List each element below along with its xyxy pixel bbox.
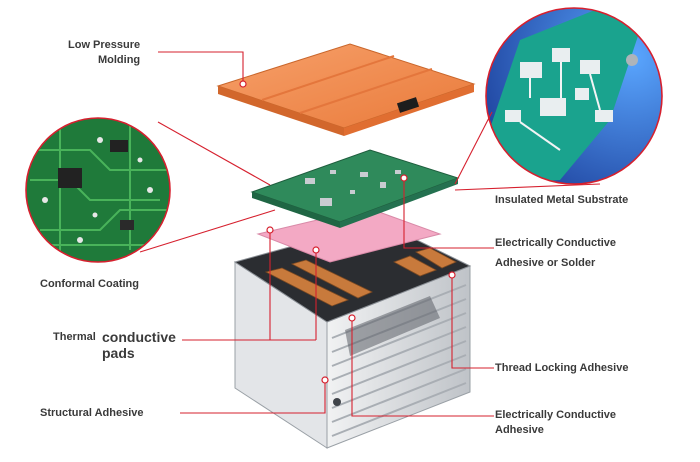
label-insulated-metal-substrate: Insulated Metal Substrate bbox=[495, 194, 629, 206]
label-thermal-pads-big: conductive pads bbox=[102, 329, 176, 361]
label-low-pressure-molding: Low Pressure Molding bbox=[68, 38, 140, 68]
label-line: Adhesive bbox=[495, 424, 544, 436]
label-line: Electrically Conductive bbox=[495, 237, 617, 249]
label-thread-locking-adhesive: Thread Locking Adhesive bbox=[495, 362, 629, 374]
callout-lines bbox=[139, 51, 601, 417]
pcb-layer bbox=[250, 149, 460, 228]
label-line: Low Pressure bbox=[68, 39, 141, 51]
aluminum-housing bbox=[233, 221, 472, 449]
callout-line-pcb-top bbox=[157, 121, 271, 186]
substrate-closeup-circle bbox=[485, 7, 663, 185]
callout-line-conductive-solder bbox=[403, 178, 494, 249]
label-line: conductive bbox=[102, 329, 176, 345]
callout-line-thread-locking bbox=[451, 275, 494, 369]
label-thermal-pads-small: Thermal bbox=[53, 331, 96, 343]
label-line: Electrically Conductive bbox=[495, 409, 617, 421]
callout-line-conductive-adhesive bbox=[351, 318, 494, 417]
label-line: pads bbox=[102, 345, 135, 361]
callout-line-structural bbox=[180, 380, 326, 414]
label-structural-adhesive: Structural Adhesive bbox=[40, 407, 144, 419]
label-line: Adhesive or Solder bbox=[495, 257, 596, 269]
callout-line-molding bbox=[158, 51, 244, 84]
label-conformal-coating: Conformal Coating bbox=[40, 278, 139, 290]
low-pressure-molding-cover bbox=[216, 43, 476, 136]
label-conductive-adhesive-solder: Electrically Conductive Adhesive or Sold… bbox=[495, 233, 616, 273]
pcb-closeup-circle bbox=[25, 117, 171, 263]
label-line: Molding bbox=[97, 54, 141, 66]
callout-line-pcb-bottom bbox=[139, 209, 276, 253]
callout-line-substrate-a bbox=[454, 111, 493, 185]
label-conductive-adhesive: Electrically Conductive Adhesive bbox=[495, 408, 616, 438]
callout-dots bbox=[239, 80, 456, 384]
callout-line-substrate-b bbox=[454, 183, 601, 191]
